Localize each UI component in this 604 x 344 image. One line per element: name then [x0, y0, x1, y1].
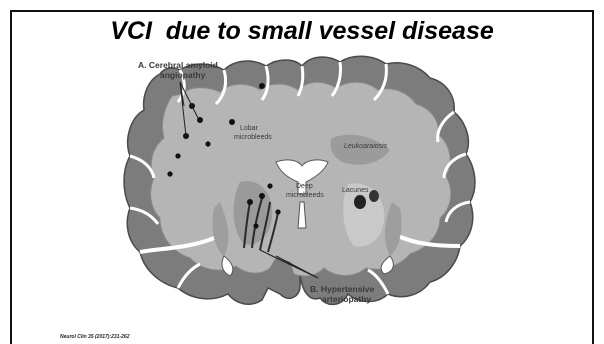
lobar-label-line2: microbleeds: [234, 134, 272, 141]
deep-microbleed-3: [267, 183, 272, 188]
slide-title: VCI due to small vessel disease: [12, 16, 592, 46]
lacune-1: [354, 195, 366, 209]
deep-label-line1: Deep: [296, 183, 313, 190]
lobar-microbleed-6: [229, 119, 235, 125]
brain-diagram: A. Cerebral amyloid angiopathy Lobar mic…: [120, 52, 480, 322]
lobar-microbleed-5: [175, 153, 180, 158]
lacunes-label: Lacunes: [342, 187, 369, 194]
citation: Neurol Clin 35 (2017):231-262: [60, 334, 129, 340]
lobar-microbleed-4: [205, 141, 210, 146]
ha-label-line1: B. Hypertensive: [310, 284, 375, 294]
deep-microbleed-5: [253, 223, 258, 228]
lobar-microbleed-7: [259, 83, 265, 89]
lobar-label-line1: Lobar: [240, 125, 259, 132]
deep-label-line2: microbleeds: [286, 192, 324, 199]
deep-microbleed-1: [247, 199, 253, 205]
slide-border-right: [592, 10, 594, 344]
slide-border-left: [10, 10, 12, 344]
deep-microbleed-2: [259, 193, 265, 199]
brain-diagram-svg: A. Cerebral amyloid angiopathy Lobar mic…: [120, 52, 480, 322]
deep-microbleed-4: [275, 209, 280, 214]
lacune-2: [369, 190, 379, 202]
slide-border-top: [10, 10, 594, 12]
third-ventricle: [298, 202, 306, 228]
lobar-microbleed-8: [167, 171, 172, 176]
ha-label-line2: arteriopathy: [322, 294, 371, 304]
caa-label-line1: A. Cerebral amyloid: [138, 60, 218, 70]
caa-label-line2: angiopathy: [160, 70, 206, 80]
leukoaraiosis-label: Leukoaraiosis: [344, 143, 388, 150]
